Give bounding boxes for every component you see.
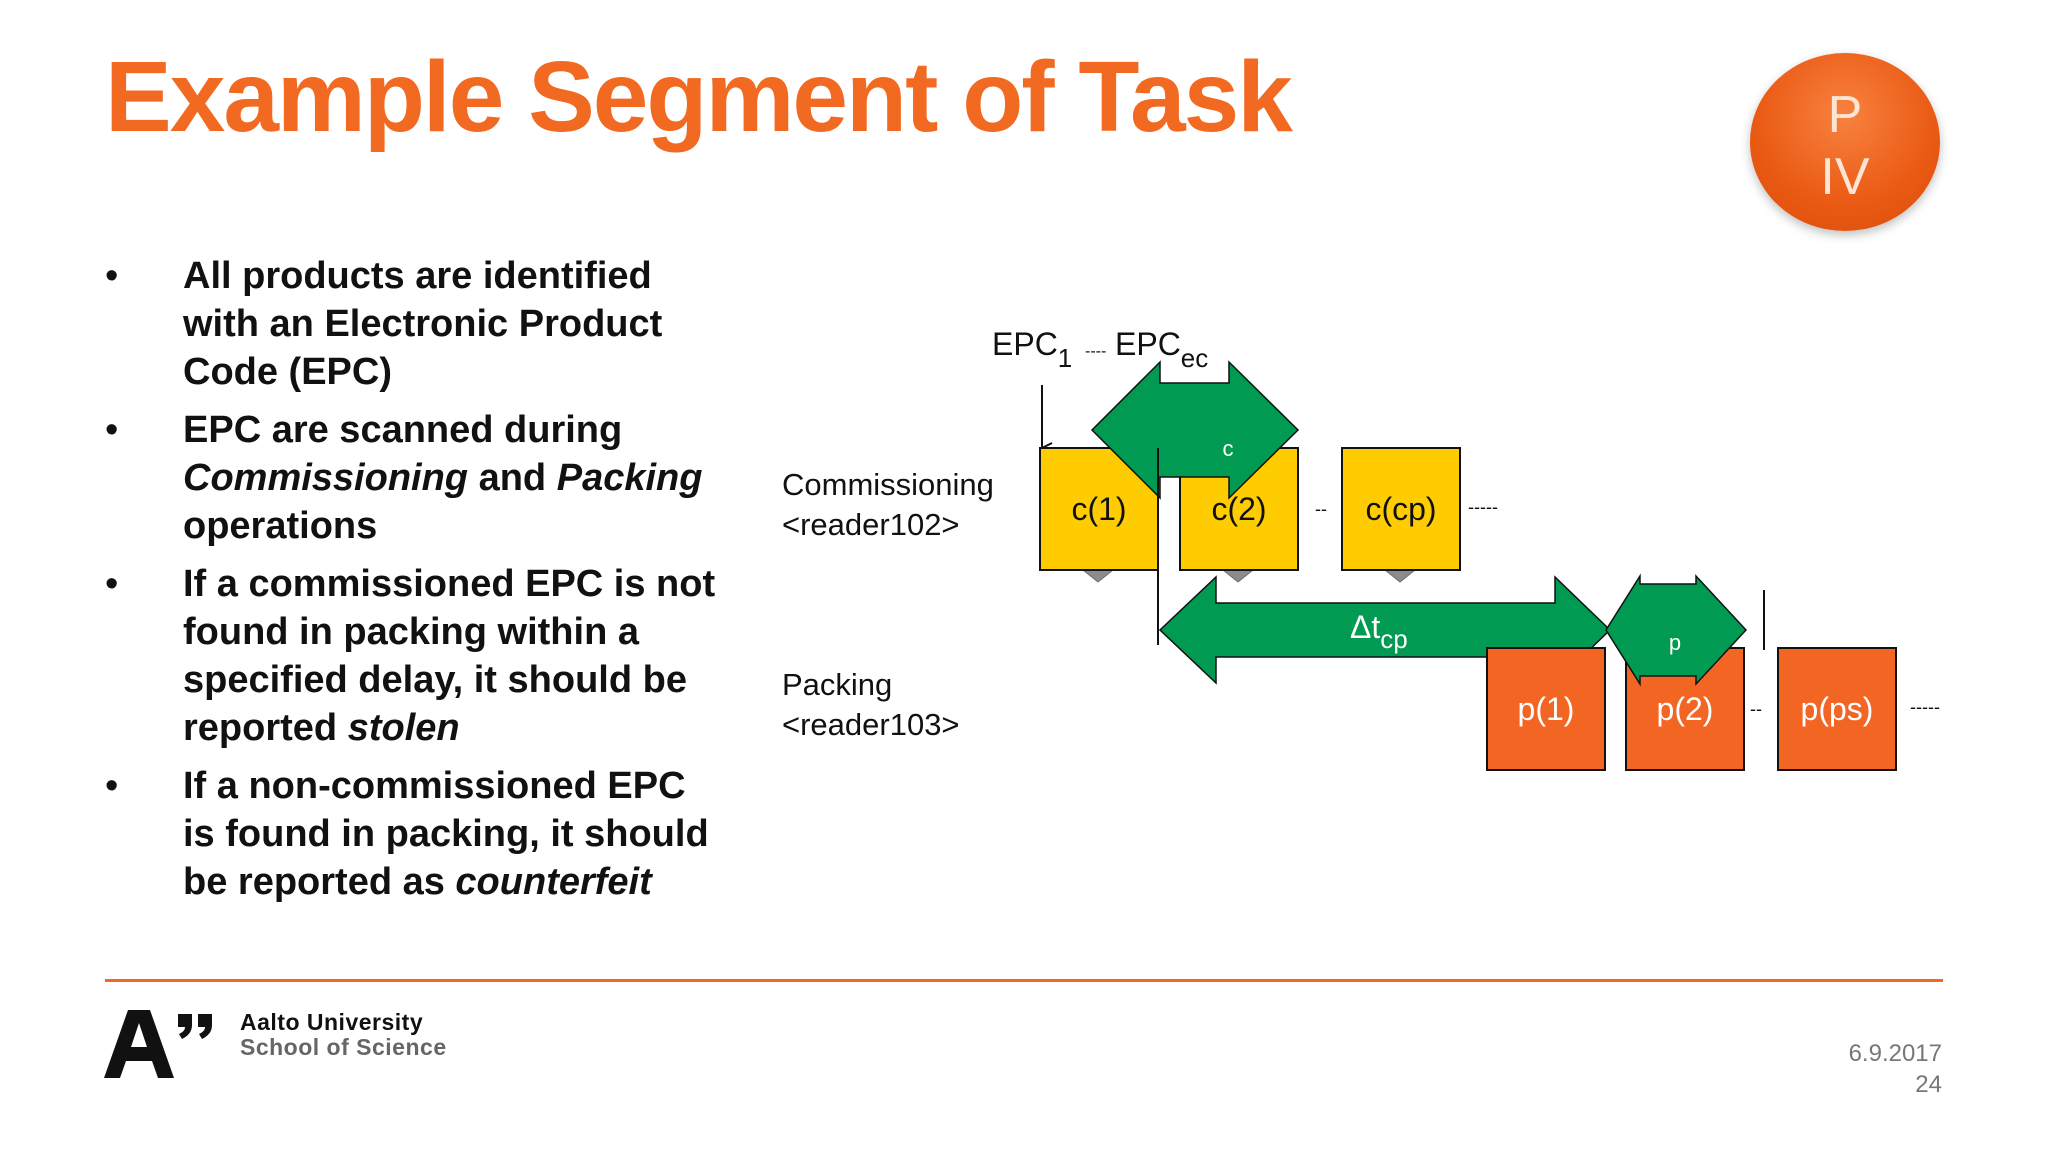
packing-box-1-label: p(1) [1518, 691, 1575, 727]
commissioning-gap-short: -- [1315, 499, 1327, 519]
footer-divider [105, 979, 1943, 982]
packing-label: Packing [782, 667, 892, 702]
school-name: School of Science [240, 1034, 447, 1060]
delta-packing-label: p [1669, 630, 1681, 655]
bullet-emphasis: stolen [347, 707, 460, 749]
presentation-badge: P IV [1750, 53, 1940, 231]
packing-box-ps [1777, 647, 1897, 771]
delta-commissioning-arrow [1090, 360, 1300, 500]
epc-first-label: EPC1 [992, 326, 1072, 373]
commissioning-box-cp [1341, 447, 1461, 571]
packing-box-ps-label: p(ps) [1801, 691, 1874, 727]
bullet-emphasis: Packing [556, 457, 703, 499]
bullet-text: If a non-commissioned EPC is found in pa… [183, 765, 709, 903]
packing-box-2-label: p(2) [1657, 691, 1714, 727]
badge-line-1: P [1827, 86, 1863, 144]
bullet-marker: • [105, 765, 119, 807]
commissioning-box-cp-label: c(cp) [1365, 491, 1436, 527]
bullet-emphasis: Commissioning [183, 457, 469, 499]
bullet-marker: • [105, 255, 119, 297]
bullet-marker: • [105, 563, 119, 605]
badge-line-2: IV [1820, 148, 1870, 206]
slide-number: 24 [1915, 1071, 1942, 1098]
bullet-text: operations [183, 505, 378, 547]
commissioning-gap-long: ----- [1468, 497, 1498, 517]
bullet-item: • EPC are scanned during Commissioning an… [105, 406, 725, 550]
epc-last-label: EPCec [1115, 326, 1208, 373]
delta-tcp-label: Δtcp [1350, 609, 1408, 654]
bullet-item: • All products are identified with an Ele… [105, 252, 725, 396]
bullet-text: If a commissioned EPC is not found in pa… [183, 563, 716, 749]
delta-commissioning-label: c [1223, 436, 1234, 461]
bullet-marker: • [105, 409, 119, 451]
university-name: Aalto University [240, 1009, 424, 1035]
delta-packing-arrow [1605, 573, 1748, 687]
commissioning-label: Commissioning [782, 467, 994, 502]
commissioning-box-2-label: c(2) [1211, 491, 1266, 527]
packing-reader: <reader103> [782, 707, 960, 742]
bullet-item: • If a non-commissioned EPC is found in p… [105, 762, 725, 906]
bullet-emphasis: counterfeit [455, 861, 652, 903]
packing-box-1 [1486, 647, 1606, 771]
aalto-logo [104, 1010, 212, 1078]
commissioning-box-1-label: c(1) [1071, 491, 1126, 527]
bullet-list: • All products are identified with an Ele… [105, 252, 725, 916]
slide-title: Example Segment of Task [105, 41, 1293, 153]
slide-date: 6.9.2017 [1848, 1040, 1942, 1067]
commissioning-reader: <reader102> [782, 507, 960, 542]
packing-gap-short: -- [1750, 699, 1762, 719]
bullet-text: EPC are scanned during [183, 409, 623, 451]
bullet-text: and [468, 457, 557, 499]
bullet-text: All products are identified with an Elec… [183, 255, 663, 393]
epc-separator: ---- [1085, 343, 1106, 360]
packing-gap-long: ----- [1910, 697, 1940, 717]
epc-process-diagram: EPC1 ---- EPCec Commissioning <reader102… [782, 326, 1940, 771]
bullet-item: • If a commissioned EPC is not found in p… [105, 560, 725, 752]
